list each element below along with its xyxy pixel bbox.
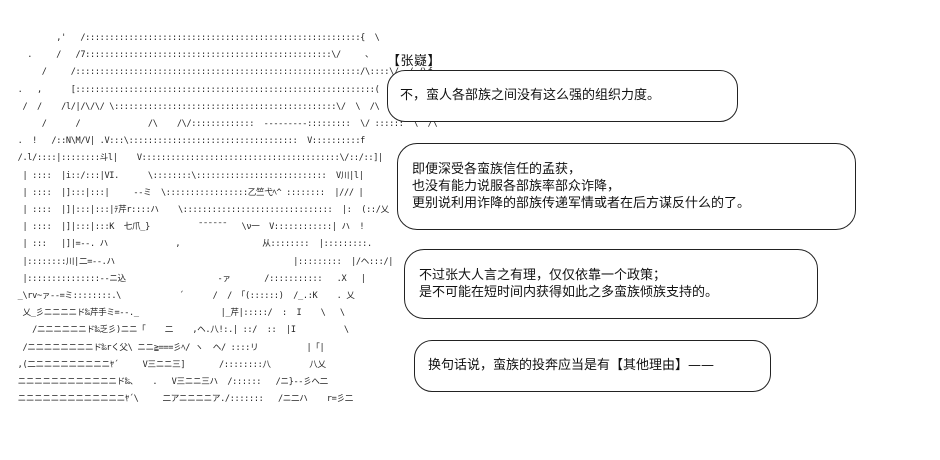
bubble-line: 不，蛮人各部族之间没有这么强的组织力度。 — [400, 88, 661, 103]
bubble-line: 不过张大人言之有理，仅仅依靠一个政策； — [419, 268, 667, 283]
speech-bubble-1: 不，蛮人各部族之间没有这么强的组织力度。 — [387, 70, 738, 122]
bubble-line: 更别说利用诈降的部族传递军情或者在后方谋反什么的了。 — [412, 196, 751, 211]
bubble-line: 是不可能在短时间内获得如此之多蛮族倾族支持的。 — [419, 285, 719, 300]
speaker-name: 【张嶷】 — [387, 54, 442, 69]
bubble-line: 也没有能力说服各部族率部众诈降， — [412, 179, 621, 194]
bubble-line: 换句话说，蛮族的投奔应当是有【其他理由】—— — [428, 358, 715, 373]
bubble-line: 即便深受各蛮族信任的孟获， — [412, 162, 582, 177]
speech-bubble-2: 即便深受各蛮族信任的孟获， 也没有能力说服各部族率部众诈降， 更别说利用诈降的部… — [397, 143, 856, 230]
speech-bubble-4: 换句话说，蛮族的投奔应当是有【其他理由】—— — [414, 340, 771, 392]
speech-bubble-3: 不过张大人言之有理，仅仅依靠一个政策； 是不可能在短时间内获得如此之多蛮族倾族支… — [404, 249, 818, 319]
ascii-art-figure: ,' /::::::::::::::::::::::::::::::::::::… — [17, 33, 453, 405]
